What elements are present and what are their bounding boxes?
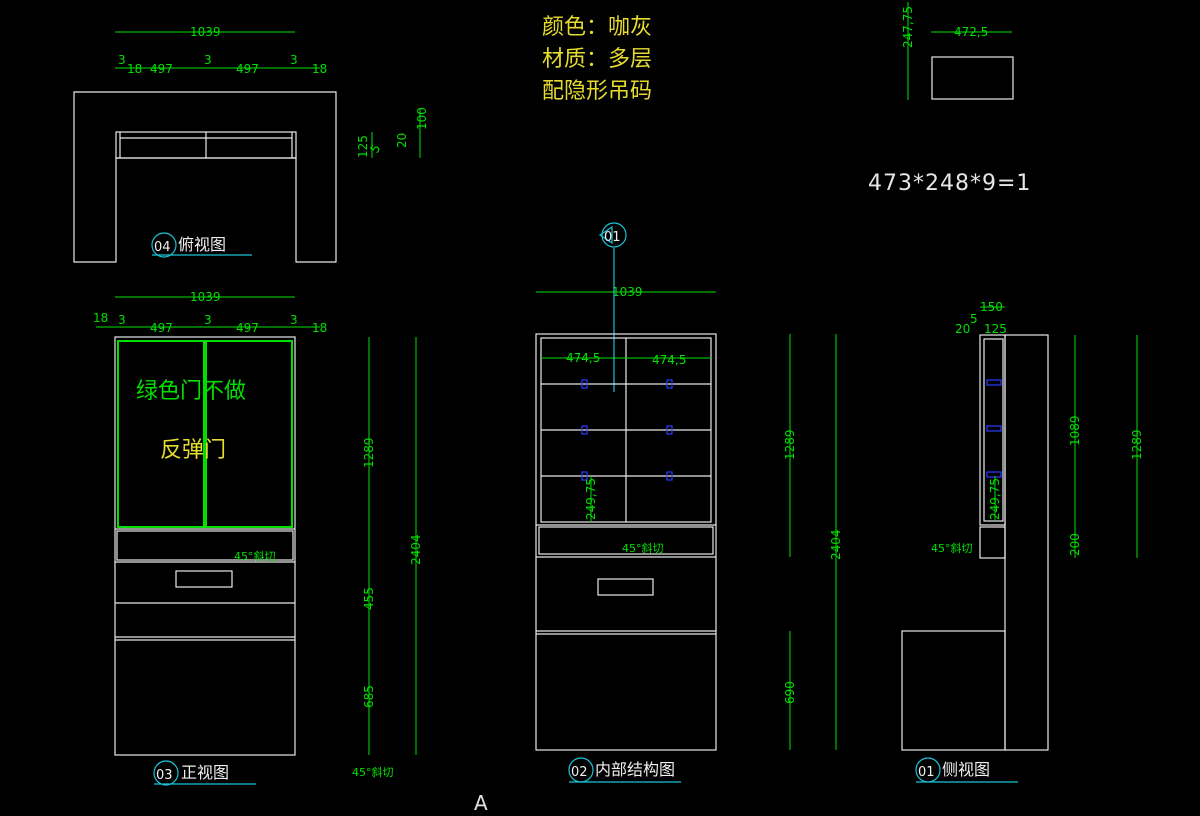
dim-side-20: 20 bbox=[955, 322, 970, 336]
dim-top-100: 100 bbox=[415, 107, 429, 130]
dim-top-seg-3c: 3 bbox=[290, 53, 298, 67]
dim-int-249: 249,75 bbox=[584, 478, 598, 520]
dim-side-200: 200 bbox=[1068, 533, 1082, 556]
note-formula: 473*248*9=1 bbox=[868, 171, 1031, 196]
side-miter-note: 45°斜切 bbox=[931, 542, 973, 555]
dim-top-seg-18a: 18 bbox=[127, 62, 142, 76]
corner-letter: A bbox=[474, 791, 488, 815]
dim-front-2404: 2404 bbox=[409, 534, 423, 565]
dim-top-seg-497a: 497 bbox=[150, 62, 173, 76]
internal-view-number: 02 bbox=[571, 765, 588, 780]
int-miter-note: 45°斜切 bbox=[622, 542, 664, 555]
dim-top-seg-3b: 3 bbox=[204, 53, 212, 67]
dim-side-1089: 1089 bbox=[1068, 415, 1082, 446]
dim-front-seg-3c: 3 bbox=[290, 313, 298, 327]
top-view-label: 俯视图 bbox=[178, 235, 226, 254]
side-view-label: 侧视图 bbox=[942, 760, 990, 779]
dim-side-249: 249,75 bbox=[988, 478, 1002, 520]
dim-front-seg-497b: 497 bbox=[236, 321, 259, 335]
dim-panel-width: 472,5 bbox=[954, 25, 988, 39]
rebound-door-note: 反弹门 bbox=[160, 438, 226, 463]
dim-top-seg-3a: 3 bbox=[118, 53, 126, 67]
dim-int-1289: 1289 bbox=[783, 429, 797, 460]
dim-front-seg-18b: 18 bbox=[312, 321, 327, 335]
front-miter-note: 45°斜切 bbox=[234, 550, 276, 563]
dim-int-474a: 474,5 bbox=[566, 351, 600, 365]
dim-side-125: 125 bbox=[984, 322, 1007, 336]
dim-front-seg-18a: 18 bbox=[93, 311, 108, 325]
top-view-number: 04 bbox=[154, 240, 171, 255]
dim-top-seg-497b: 497 bbox=[236, 62, 259, 76]
dim-int-690: 690 bbox=[783, 681, 797, 704]
side-view-number: 01 bbox=[918, 765, 935, 780]
dim-side-150: 150 bbox=[980, 300, 1003, 314]
dim-front-seg-3a: 3 bbox=[118, 313, 126, 327]
dim-top-seg-18b: 18 bbox=[312, 62, 327, 76]
side-view: 150 5 20 125 249,75 45°斜切 1089 200 1289 … bbox=[901, 300, 1144, 783]
dim-int-474b: 474,5 bbox=[652, 353, 686, 367]
section-marker-number: 01 bbox=[604, 230, 621, 245]
front-view-label: 正视图 bbox=[181, 763, 229, 782]
green-door-note: 绿色门不做 bbox=[136, 379, 246, 404]
dim-int-2404: 2404 bbox=[829, 529, 843, 560]
dim-int-total-width: 1039 bbox=[612, 285, 643, 299]
dim-front-1289: 1289 bbox=[362, 437, 376, 468]
dim-panel-height: 247,75 bbox=[901, 6, 915, 48]
note-material: 材质：多层 bbox=[542, 47, 652, 72]
dim-front-455: 455 bbox=[362, 587, 376, 610]
dim-side-5: 5 bbox=[970, 312, 978, 326]
dim-top-total-width: 1039 bbox=[190, 25, 221, 39]
note-color: 颜色：咖灰 bbox=[542, 15, 652, 40]
dim-front-seg-3b: 3 bbox=[204, 313, 212, 327]
dim-front-seg-497a: 497 bbox=[150, 321, 173, 335]
note-hardware: 配隐形吊码 bbox=[542, 79, 652, 104]
dim-front-total-width: 1039 bbox=[190, 290, 221, 304]
internal-view: 1039 01 474,5 474,5 249,75 45°斜切 1289 bbox=[535, 222, 843, 783]
dim-front-685: 685 bbox=[362, 685, 376, 708]
dim-top-125: 125 bbox=[356, 135, 370, 158]
top-view: 1039 3 18 497 3 497 3 18 125 5 20 100 04… bbox=[73, 25, 429, 263]
dim-top-20: 20 bbox=[395, 133, 409, 148]
front-view-number: 03 bbox=[156, 768, 173, 783]
panel-detail: 472,5 247,75 bbox=[901, 2, 1014, 100]
front-view: 1039 18 3 497 3 497 3 18 绿色门不做 反弹门 45°斜切… bbox=[93, 290, 423, 786]
front-miter-note-2: 45°斜切 bbox=[352, 766, 394, 779]
dim-side-1289: 1289 bbox=[1130, 429, 1144, 460]
internal-view-label: 内部结构图 bbox=[595, 760, 675, 779]
